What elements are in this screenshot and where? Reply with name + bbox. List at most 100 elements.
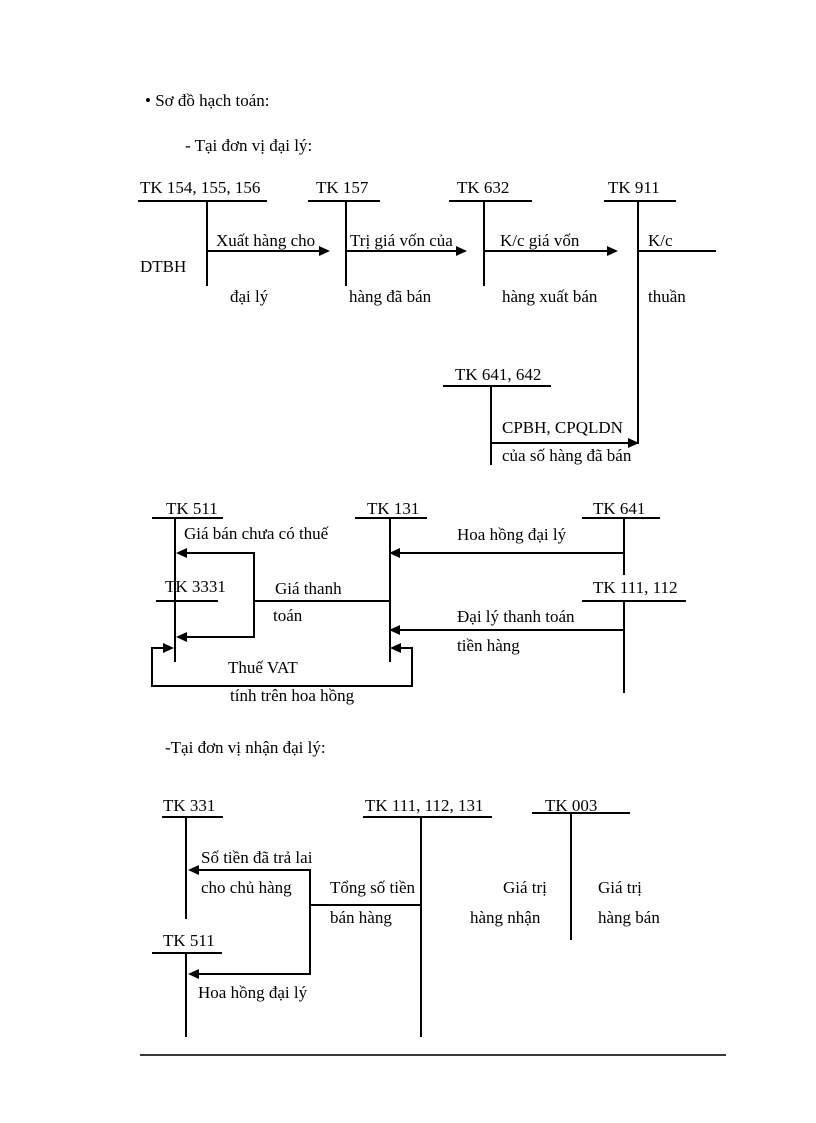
d3-gia-tri-ban-label-top: Giá trị xyxy=(598,878,642,897)
d1-tk641-642-underline xyxy=(443,385,551,387)
d1-tk157-underline xyxy=(308,200,380,202)
d2-vat-loop-left-stub xyxy=(151,647,164,649)
d1-tk154-underline xyxy=(138,200,267,202)
d1-kc-label-bottom: thuần xyxy=(648,287,686,306)
d2-account-tk3331-label: TK 3331 xyxy=(165,577,226,596)
d3-gia-tri-nhan-label-bottom: hàng nhận xyxy=(470,908,541,927)
d1-kc-label-top: K/c xyxy=(648,231,673,250)
d2-hoa-hong-line xyxy=(400,552,625,554)
d2-tien-hang-label: tiền hàng xyxy=(457,636,520,655)
d1-flow3-arrowhead xyxy=(607,246,618,256)
d2-tk511-underline xyxy=(152,517,223,519)
d2-vat-loop-left-arrowhead xyxy=(163,643,174,653)
d1-tk157-stem xyxy=(345,200,347,286)
page-footer-rule xyxy=(140,1054,726,1056)
d1-account-tk641-642-label: TK 641, 642 xyxy=(455,365,542,384)
d1-cpbh-arrowhead xyxy=(628,438,639,448)
d3-tk331-underline xyxy=(162,816,223,818)
d3-hoa-hong-arrowhead xyxy=(188,969,199,979)
d1-flow2-label-bottom: hàng đã bán xyxy=(349,287,432,306)
d3-so-tien-line xyxy=(197,869,311,871)
d1-flow1-label-top: Xuất hàng cho xyxy=(216,231,316,250)
d2-dai-ly-thanh-toan-arrowhead xyxy=(389,625,400,635)
d3-account-tk003-label: TK 003 xyxy=(545,796,598,815)
d1-flow2-label-top: Trị giá vốn của xyxy=(350,231,453,250)
d1-tk911-credit-line xyxy=(639,250,716,252)
d2-tk511-tk3331-stem xyxy=(174,517,176,662)
d2-account-tk131-label: TK 131 xyxy=(367,499,420,518)
d1-account-tk154-label: TK 154, 155, 156 xyxy=(140,178,261,197)
d1-cpbh-label-bottom: của số hàng đã bán xyxy=(502,446,632,465)
d2-vat-split-line xyxy=(186,636,255,638)
d3-ban-hang-label: bán hàng xyxy=(330,908,392,927)
d2-tinh-tren-hoa-hong-label: tính trên hoa hồng xyxy=(230,686,355,705)
d3-tk003-underline xyxy=(532,812,630,814)
d1-flow3-label-top: K/c giá vốn xyxy=(500,231,580,250)
d2-tk131-underline xyxy=(355,517,427,519)
d1-tk632-underline xyxy=(449,200,532,202)
d3-tong-so-tien-label: Tổng số tiền xyxy=(330,878,415,897)
d2-tk111-112-stem xyxy=(623,600,625,693)
d2-hoa-hong-label: Hoa hồng đại lý xyxy=(457,525,567,544)
d2-vat-loop-bottom xyxy=(151,685,413,687)
d3-account-tk331-label: TK 331 xyxy=(163,796,216,815)
d2-vat-loop-right-stub xyxy=(401,647,413,649)
d2-gia-ban-arrowhead xyxy=(176,548,187,558)
d3-cho-chu-hang-label: cho chủ hàng xyxy=(201,878,292,897)
d1-cpbh-line xyxy=(492,442,630,444)
d2-tk3331-underline xyxy=(156,600,218,602)
d2-vat-loop-right-side xyxy=(411,647,413,687)
d1-account-tk911-label: TK 911 xyxy=(608,178,660,197)
d1-tk911-stem xyxy=(637,200,639,444)
d2-dai-ly-thanh-toan-line xyxy=(400,629,625,631)
d1-cpbh-label-top: CPBH, CPQLDN xyxy=(502,418,623,437)
d3-gia-tri-nhan-label-top: Giá trị xyxy=(503,878,547,897)
d3-gia-tri-ban-label-bottom: hàng bán xyxy=(598,908,660,927)
d1-flow1-arrowhead xyxy=(319,246,330,256)
d2-account-tk111-112-label: TK 111, 112 xyxy=(593,578,678,597)
d2-vat-loop-right-arrowhead xyxy=(390,643,401,653)
d1-dtbh-label: DTBH xyxy=(140,257,187,276)
d2-vat-split-arrowhead xyxy=(176,632,187,642)
d3-tong-so-tien-line xyxy=(311,904,422,906)
d2-gia-ban-label: Giá bán chưa có thuế xyxy=(184,524,329,543)
d1-tk911-underline xyxy=(604,200,676,202)
d2-account-tk511-label: TK 511 xyxy=(166,499,218,518)
d3-bend-stem xyxy=(309,869,311,974)
d2-toan-label: toán xyxy=(273,606,303,625)
d1-account-tk632-label: TK 632 xyxy=(457,178,510,197)
d3-tk111-112-131-underline xyxy=(363,816,492,818)
d2-split-stub xyxy=(253,552,255,638)
d2-gia-thanh-line xyxy=(255,600,391,602)
d2-gia-ban-line xyxy=(186,552,255,554)
d2-tk641-stem xyxy=(623,517,625,575)
d1-flow2-line xyxy=(347,250,457,252)
d3-hoa-hong-line xyxy=(197,973,311,975)
d2-tk131-stem xyxy=(389,517,391,662)
heading-tai-don-vi-dai-ly: - Tại đơn vị đại lý: xyxy=(185,136,313,155)
d3-account-tk511-label: TK 511 xyxy=(163,931,215,950)
d3-hoa-hong-label: Hoa hồng đại lý xyxy=(198,983,308,1002)
d1-flow1-line xyxy=(208,250,320,252)
d3-so-tien-arrowhead xyxy=(188,865,199,875)
d1-tk632-stem xyxy=(483,200,485,286)
d3-tk331-stem xyxy=(185,816,187,919)
d3-account-tk111-112-131-label: TK 111, 112, 131 xyxy=(365,796,484,815)
d2-thue-vat-label: Thuế VAT xyxy=(228,658,298,677)
d2-vat-loop-left-side xyxy=(151,647,153,687)
d1-flow3-label-bottom: hàng xuất bán xyxy=(502,287,598,306)
d3-tk511-underline xyxy=(152,952,222,954)
d2-dai-ly-thanh-toan-label: Đại lý thanh toán xyxy=(457,607,575,626)
heading-tai-don-vi-nhan-dai-ly: -Tại đơn vị nhận đại lý: xyxy=(165,738,326,757)
d3-tk511-stem xyxy=(185,952,187,1037)
d3-so-tien-label: Số tiền đã trả lai xyxy=(201,848,313,867)
d1-flow3-line xyxy=(485,250,608,252)
d2-tk111-112-underline xyxy=(582,600,686,602)
d1-flow1-label-bottom: đại lý xyxy=(230,287,269,306)
d3-tk111-112-131-stem xyxy=(420,816,422,1037)
d2-tk641-underline xyxy=(582,517,660,519)
heading-so-do-hach-toan: • Sơ đồ hạch toán: xyxy=(145,91,270,110)
d3-tk003-stem xyxy=(570,812,572,940)
d2-hoa-hong-arrowhead xyxy=(389,548,400,558)
